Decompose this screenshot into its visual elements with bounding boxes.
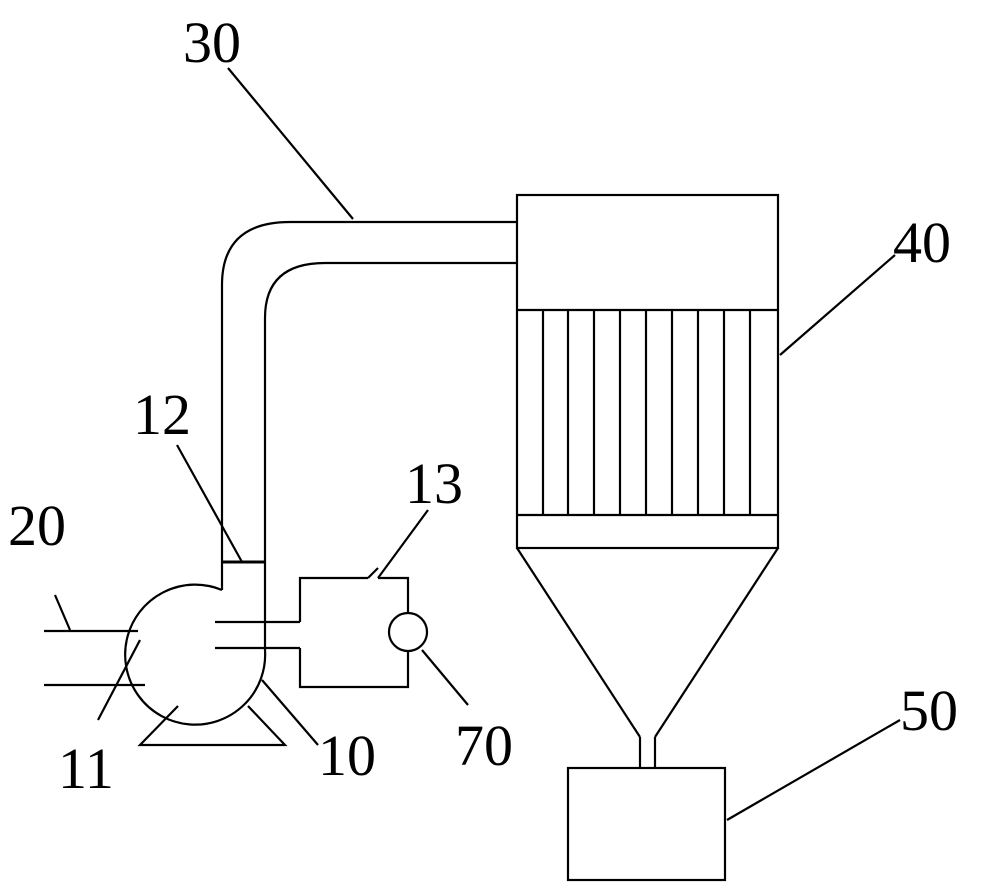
label-13: 13	[405, 451, 463, 516]
label-30: 30	[183, 10, 241, 75]
valve	[389, 613, 427, 651]
label-70: 70	[455, 713, 513, 778]
leader-20	[55, 595, 70, 630]
leader-30	[228, 68, 353, 219]
fan	[125, 562, 285, 745]
leader-10	[262, 680, 318, 745]
label-50: 50	[900, 678, 958, 743]
labels: 30 40 12 13 20 11 10 70 50	[8, 10, 958, 801]
label-11: 11	[58, 736, 114, 801]
leader-13	[378, 510, 428, 578]
dust-collector	[517, 195, 778, 768]
label-10: 10	[318, 723, 376, 788]
leader-11	[98, 640, 140, 720]
duct	[222, 222, 517, 562]
leader-12	[177, 445, 242, 562]
leader-50	[727, 720, 900, 820]
label-40: 40	[893, 210, 951, 275]
label-12: 12	[133, 382, 191, 447]
leader-40	[780, 255, 895, 355]
leader-70	[422, 650, 468, 705]
bypass-pipe	[215, 568, 408, 687]
label-20: 20	[8, 493, 66, 558]
collection-box	[568, 768, 725, 880]
